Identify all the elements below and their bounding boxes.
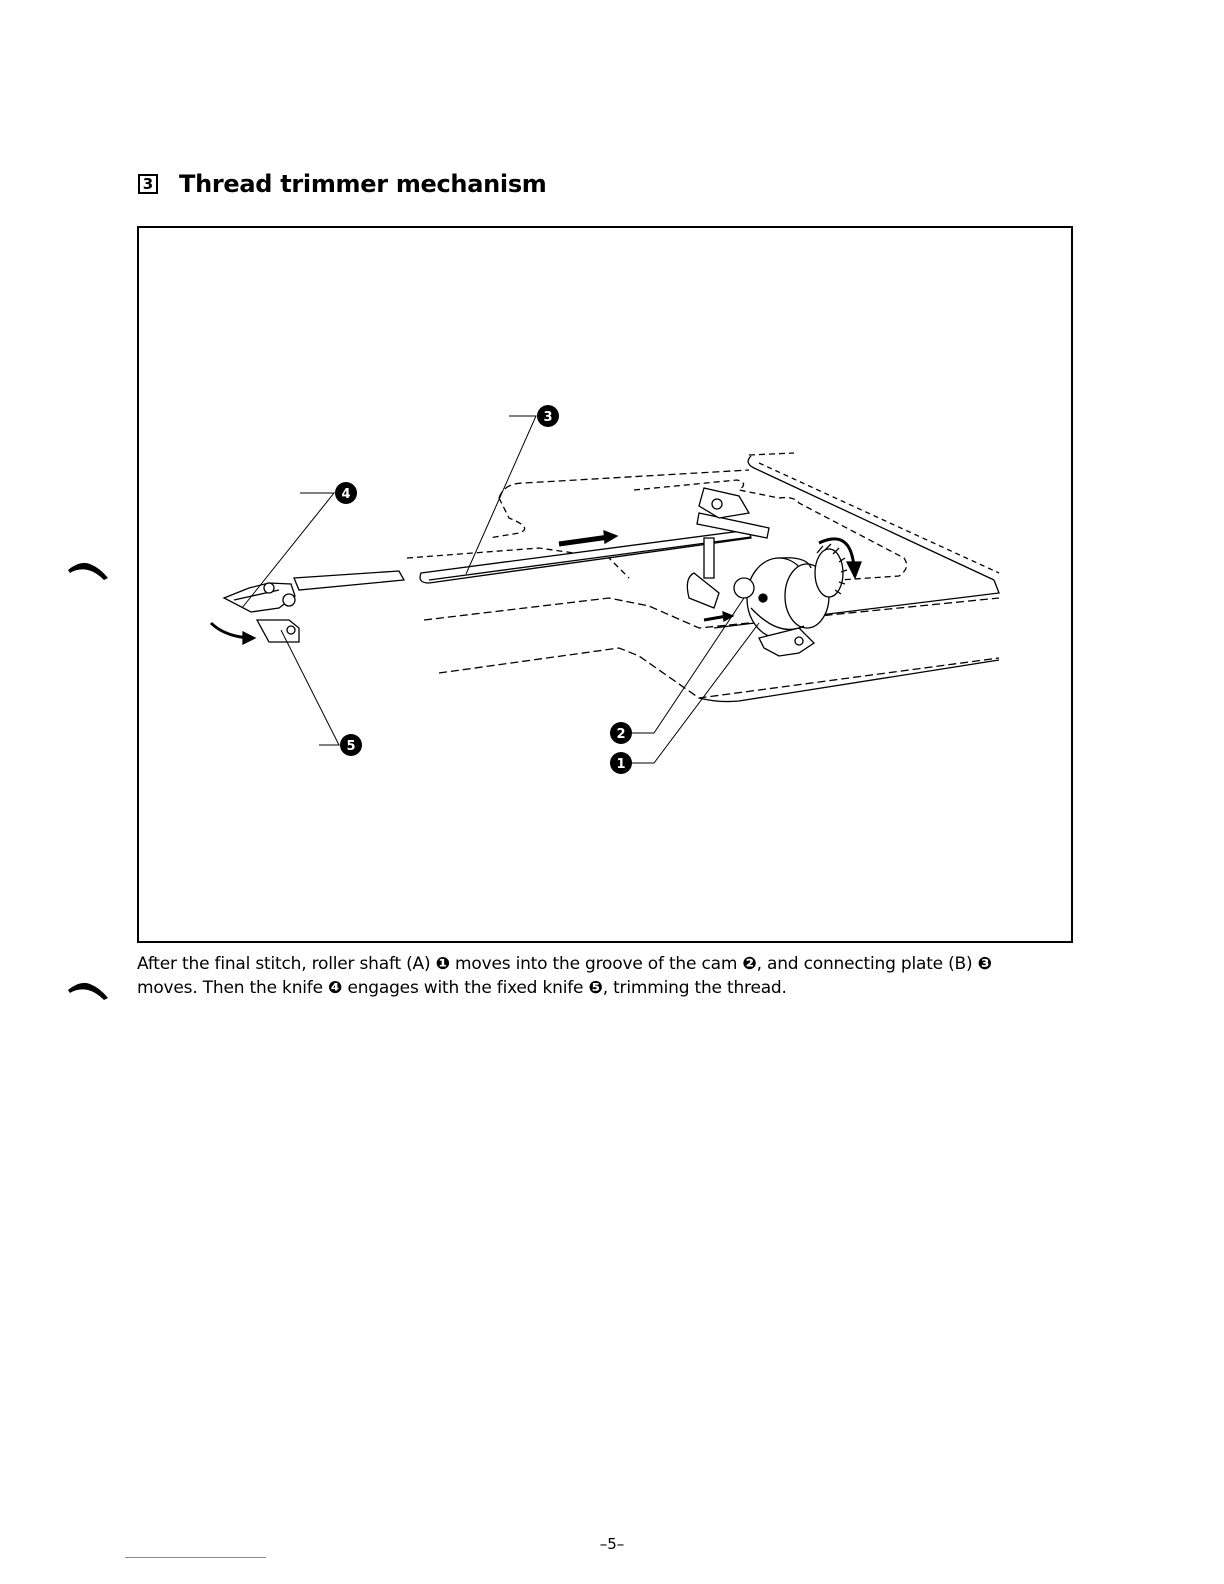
page-number: –5–	[0, 1535, 1224, 1553]
svg-text:1: 1	[616, 757, 625, 772]
ref-connecting-plate: ❸	[978, 954, 992, 974]
caption-line-1: After the final stitch, roller shaft (A)…	[137, 952, 1077, 976]
section-number-box: 3	[138, 174, 158, 194]
svg-text:4: 4	[341, 487, 350, 502]
section-title: Thread trimmer mechanism	[179, 170, 547, 198]
figure-caption: After the final stitch, roller shaft (A)…	[137, 952, 1077, 1000]
mechanism-figure: 3 4 5 2 1	[137, 226, 1073, 943]
section-heading: 3 Thread trimmer mechanism	[138, 170, 547, 198]
ref-fixed-knife: ❺	[588, 978, 602, 998]
svg-text:2: 2	[616, 727, 625, 742]
callout-1: 1	[610, 752, 632, 774]
ref-cam: ❷	[742, 954, 756, 974]
footer-rule	[125, 1557, 266, 1558]
callout-3: 3	[537, 405, 559, 427]
callout-5: 5	[340, 734, 362, 756]
callout-2: 2	[610, 722, 632, 744]
ref-knife: ❹	[328, 978, 342, 998]
callout-4: 4	[335, 482, 357, 504]
ref-roller-shaft: ❶	[436, 954, 450, 974]
thread-trimmer-illustration: 3 4 5 2 1	[139, 228, 1073, 943]
scan-mark-icon	[66, 560, 110, 582]
svg-text:3: 3	[543, 410, 552, 425]
caption-line-2: moves. Then the knife ❹ engages with the…	[137, 976, 1077, 1000]
svg-text:5: 5	[346, 739, 355, 754]
scan-mark-icon	[66, 980, 110, 1002]
